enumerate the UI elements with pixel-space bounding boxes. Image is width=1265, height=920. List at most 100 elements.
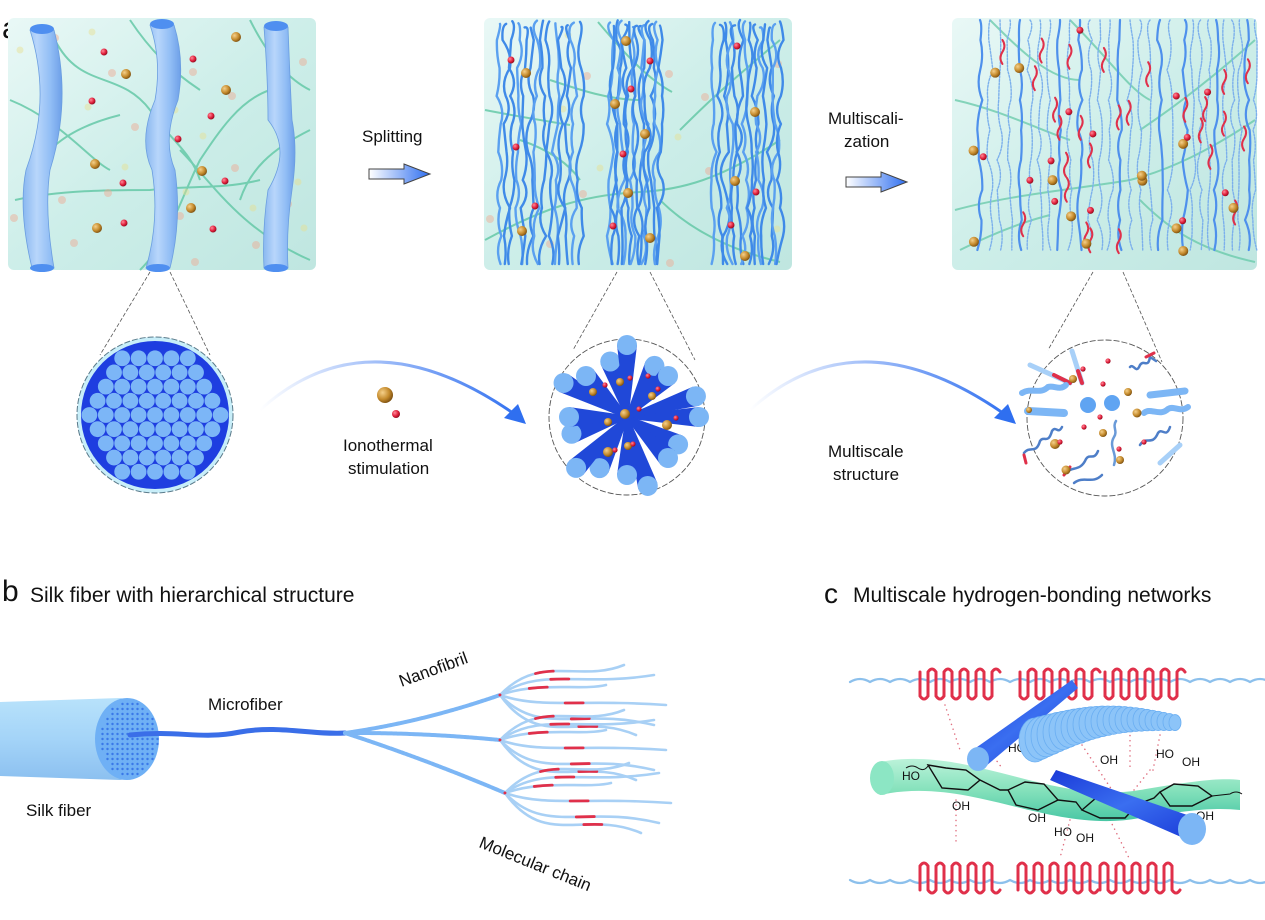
crystalline-segment: [498, 673, 656, 697]
fiber-dot: [141, 707, 144, 711]
nanofibril: [343, 693, 502, 735]
fiber-dot: [106, 737, 109, 741]
nanofibril-strand: [568, 21, 579, 266]
nanofibril-strand: [519, 26, 529, 266]
fiber-unit: [188, 364, 204, 381]
multiscale-label-line2: structure: [833, 465, 900, 484]
fiber-unit: [196, 378, 213, 395]
fiber-dot: [141, 742, 144, 746]
beta-sheet-segment: [1098, 861, 1182, 895]
fibril-strand: [976, 18, 984, 252]
fiber-unit: [114, 463, 131, 480]
nanofibril-strand: [775, 20, 786, 266]
fiber-unit: [97, 407, 114, 423]
fibril-strand: [1189, 19, 1197, 251]
stage-3-multiscale-matrix: [952, 18, 1258, 270]
nanofibril-strand: [531, 19, 542, 266]
fiber-dot: [121, 702, 124, 706]
splitting-label: Splitting: [362, 127, 423, 146]
fiber-unit: [114, 435, 131, 452]
silk-fibers: [22, 19, 296, 272]
ions-on-bundles: [507, 36, 760, 261]
nanofibril-strand: [642, 19, 654, 266]
fibril-end: [658, 448, 679, 469]
panel-c-letter: c: [824, 578, 838, 609]
fiber-dot: [121, 752, 124, 756]
fiber-dot: [116, 767, 119, 771]
ion: [1204, 88, 1212, 96]
fiber-dot: [151, 722, 154, 726]
molecular-chain-segment: [1202, 96, 1209, 123]
fiber-unit: [155, 364, 172, 381]
crystalline-segment: [498, 718, 656, 742]
fiber-dot: [126, 702, 129, 706]
fibril-end: [559, 407, 579, 427]
fiber-dot: [131, 717, 134, 721]
fiber-dot: [146, 747, 149, 751]
fiber-dot: [136, 767, 139, 771]
fiber-unit: [188, 392, 204, 409]
hydroxyl-label: HO: [1156, 747, 1174, 761]
fibril-strand: [1196, 19, 1204, 251]
nanofibril-strand: [495, 22, 504, 266]
multiscalization-label-line2: zation: [844, 132, 890, 151]
fiber-dot: [136, 722, 139, 726]
fiber-dot: [151, 727, 154, 731]
hydroxyl-label: HO: [902, 769, 920, 783]
fiber-dot: [151, 737, 154, 741]
ion: [968, 145, 979, 156]
fiber-dot: [106, 742, 109, 746]
fiber-dot: [116, 747, 119, 751]
nanofibril-strand: [624, 20, 635, 266]
fiber-dot: [131, 762, 134, 766]
fiber-dot: [111, 712, 114, 716]
fiber-dot: [121, 747, 124, 751]
fiber-dot: [131, 712, 134, 716]
nanofibril-strand: [655, 24, 665, 266]
fibril-end: [589, 458, 610, 479]
fiber-dot: [126, 717, 129, 721]
molecular-chain-segment: [1145, 61, 1152, 88]
ion: [1066, 211, 1077, 222]
fibril-strand: [1096, 19, 1104, 251]
molecular-chain: [503, 791, 661, 825]
cross-section-split: [548, 335, 709, 496]
fiber-unit: [114, 350, 131, 367]
fiber-unit: [179, 350, 196, 367]
fiber-dot: [146, 727, 149, 731]
ions: [1026, 358, 1147, 475]
nanofibril-strand: [739, 20, 751, 266]
hierarchical-fiber-diagram: [0, 663, 673, 835]
fiber-dot: [141, 747, 144, 751]
fiber-unit: [155, 392, 172, 409]
fiber-unit: [147, 407, 163, 423]
fiber-unit: [106, 449, 122, 466]
nanofibril-strand: [628, 25, 637, 266]
fiber-dot: [101, 742, 104, 746]
fiber-dot: [146, 717, 149, 721]
nanofibril-strand: [575, 20, 586, 266]
fiber-unit: [130, 463, 147, 480]
fiber-dot: [106, 757, 109, 761]
fiber-dot: [106, 722, 109, 726]
fiber-dot: [126, 712, 129, 716]
multiscale-label-line1: Multiscale: [828, 442, 904, 461]
ion: [968, 236, 979, 247]
silk-fiber-label: Silk fiber: [26, 801, 92, 820]
fiber-dot: [116, 757, 119, 761]
fibril-strand: [1166, 19, 1174, 251]
molecular-chain-segment: [1056, 114, 1063, 141]
hydroxyl-label: OH: [1100, 753, 1118, 767]
split-fibril-cone: [625, 416, 658, 489]
fiber-unit: [196, 435, 213, 452]
hydroxyl-label: OH: [1076, 831, 1094, 845]
fiber-dot: [131, 727, 134, 731]
fiber-unit: [106, 392, 122, 409]
fiber-dot: [126, 762, 129, 766]
fibril-strand: [1116, 18, 1123, 252]
nanofibril-strand: [620, 23, 630, 266]
crystalline-segment: [503, 771, 661, 795]
fiber-dot: [101, 732, 104, 736]
fiber-dot: [126, 737, 129, 741]
fibril-end: [689, 407, 709, 427]
